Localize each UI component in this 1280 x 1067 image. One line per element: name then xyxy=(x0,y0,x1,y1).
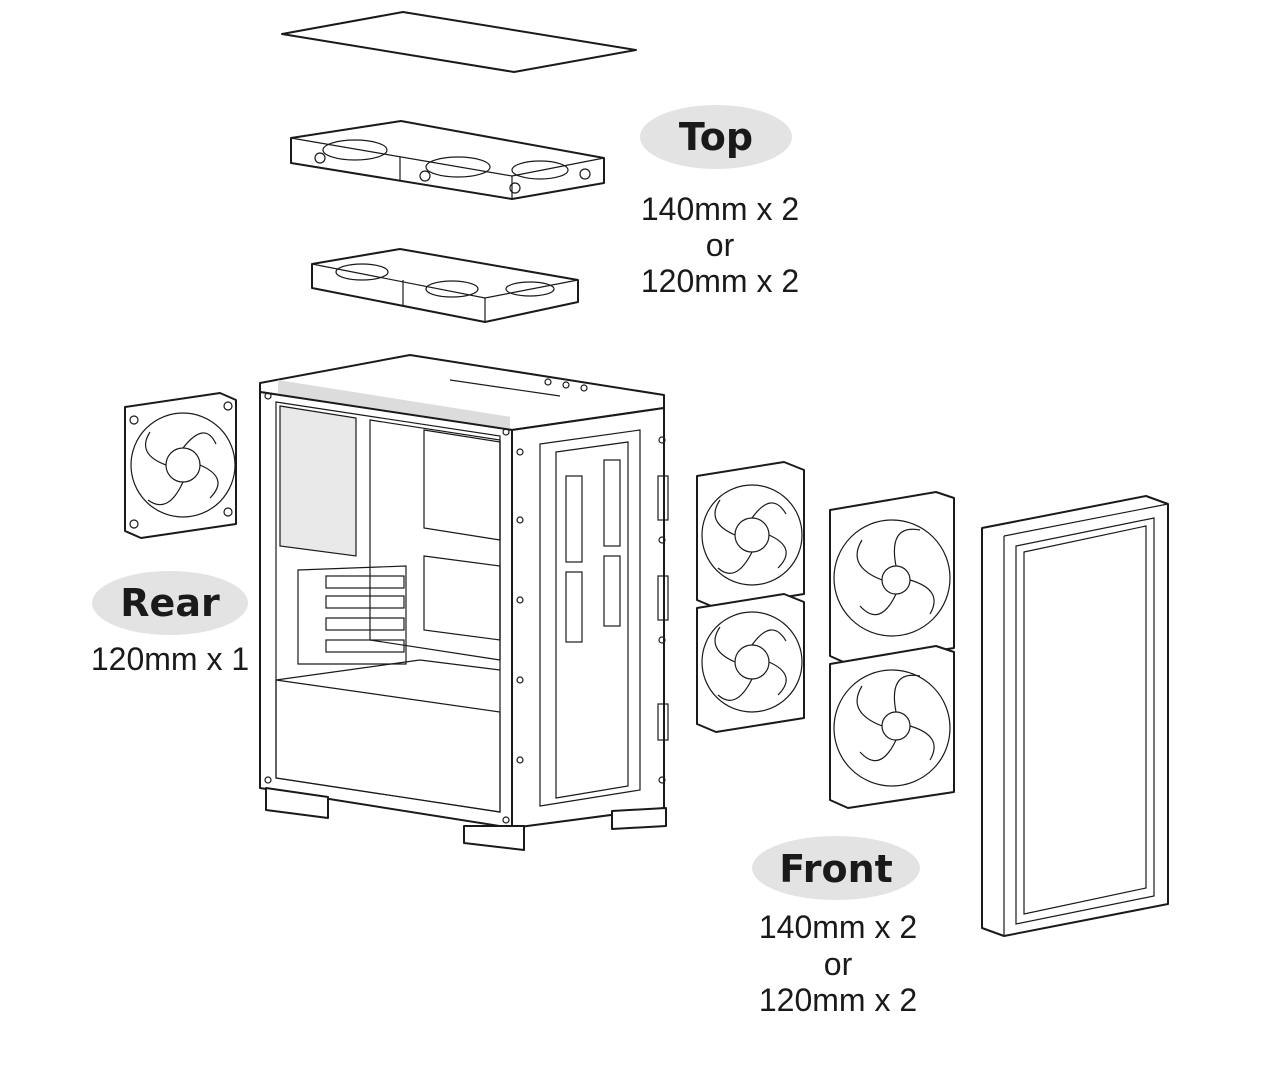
rear-label-pill xyxy=(92,571,248,635)
top-panel xyxy=(281,11,637,73)
rear-fan-120mm xyxy=(124,392,237,539)
front-spec-line1: 140mm x 2 xyxy=(759,909,917,945)
front-label-title: Front xyxy=(779,847,893,891)
top-fan-140mm-pair xyxy=(290,120,605,200)
front-label-pill xyxy=(752,836,920,900)
top-label-title: Top xyxy=(679,115,753,159)
top-spec-line3: 120mm x 2 xyxy=(641,263,799,299)
top-label-pill xyxy=(640,105,792,169)
top-spec-line1: 140mm x 2 xyxy=(641,191,799,227)
top-label: Top xyxy=(640,105,792,169)
front-spec: 140mm x 2 or 120mm x 2 xyxy=(759,909,917,1018)
case-chassis xyxy=(259,354,669,851)
top-fan-120mm-pair xyxy=(311,248,579,323)
rear-label: Rear xyxy=(92,571,248,635)
front-spec-line2: or xyxy=(824,946,853,982)
front-fan-140mm-pair xyxy=(829,491,955,809)
front-panel xyxy=(981,495,1169,937)
front-label: Front xyxy=(752,836,920,900)
top-spec-line2: or xyxy=(706,227,735,263)
top-spec: 140mm x 2 or 120mm x 2 xyxy=(641,191,799,299)
front-spec-line3: 120mm x 2 xyxy=(759,982,917,1018)
rear-spec-line1: 120mm x 1 xyxy=(91,641,249,677)
front-fan-120mm-pair xyxy=(696,461,805,733)
rear-label-title: Rear xyxy=(120,581,220,625)
